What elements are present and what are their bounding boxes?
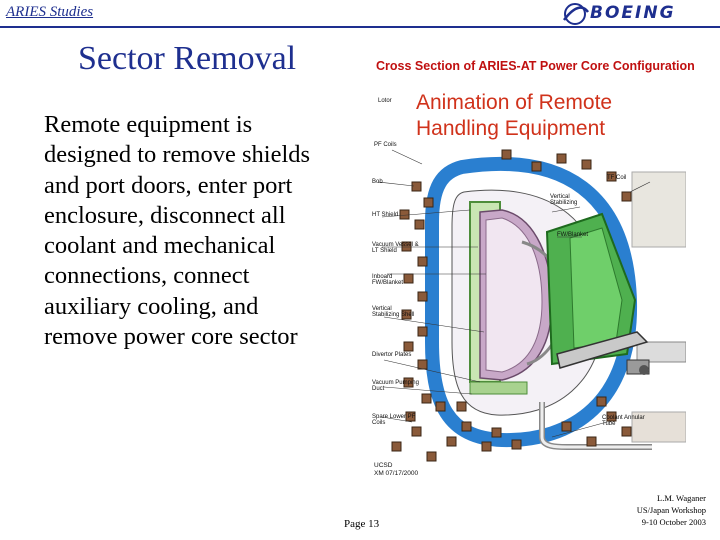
aries-studies-label: ARIES Studies [6, 4, 94, 20]
footer-info: L.M. Waganer US/Japan Workshop 9-10 Octo… [637, 492, 706, 528]
label-bob: Bob [372, 179, 383, 185]
label-vacuum-vessel: Vacuum Vessel & LT Shield [372, 242, 419, 254]
label-pf-coils: PF Coils [374, 142, 397, 148]
label-ucsd: UCSD [374, 462, 393, 469]
footer-author: L.M. Waganer [657, 493, 706, 503]
footer-date: 9-10 October 2003 [641, 517, 706, 527]
label-fw-blanket: FW/Blanket [557, 232, 589, 238]
power-core-figure: Lotor PF Coils Bob HT Shield Vacuum Vess… [352, 42, 686, 485]
label-ht-shield: HT Shield [372, 212, 399, 218]
cross-section-diagram [377, 149, 686, 462]
label-xm-date: XM 07/17/2000 [374, 470, 419, 477]
slide-body-text: Remote equipment is designed to remove s… [44, 111, 311, 351]
label-tf-coil: TF Coil [607, 175, 627, 181]
label-vertical-stabilizing: Vertical Stabilizing [550, 194, 578, 206]
header-divider [0, 26, 720, 28]
footer-event: US/Japan Workshop [636, 505, 706, 515]
label-vertical-shell: Vertical Stabilizing Shell [372, 306, 415, 318]
boeing-logo-text: BOEING [590, 3, 676, 23]
animation-title: Animation of Remote Handling Equipment [416, 91, 613, 140]
boeing-logo [563, 3, 590, 25]
label-spare-pf-coils: Spare Lower PF Coils [372, 414, 416, 426]
pf-coil-squares [391, 149, 632, 462]
page-number: Page 13 [344, 518, 380, 530]
label-divertor: Divertor Plates [372, 352, 412, 358]
tf-coil-shape [425, 157, 638, 448]
label-inboard-blanket: Inboard FW/Blanket [372, 274, 404, 286]
label-coolant-tube: Coolant Annular Tube [602, 415, 645, 427]
figure-caption: Cross Section of ARIES-AT Power Core Con… [376, 59, 695, 73]
label-vacuum-duct: Vacuum Pumping Duct [372, 380, 419, 392]
label-lower: Lotor [378, 98, 392, 104]
slide-title: Sector Removal [78, 40, 297, 77]
